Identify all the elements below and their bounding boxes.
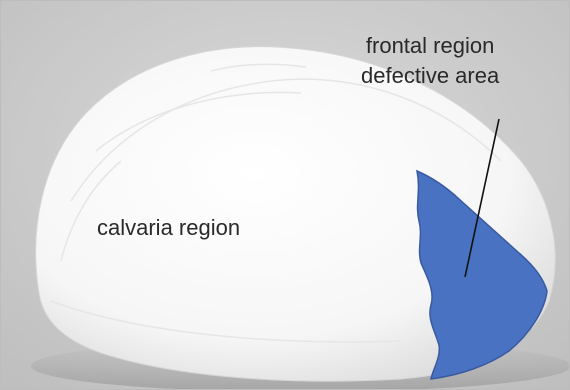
calvaria-label: calvaria region — [97, 215, 240, 241]
frontal-label-line2: defective area — [361, 61, 499, 91]
frontal-label-line1: frontal region — [361, 31, 499, 61]
frontal-label: frontal region defective area — [361, 31, 499, 91]
